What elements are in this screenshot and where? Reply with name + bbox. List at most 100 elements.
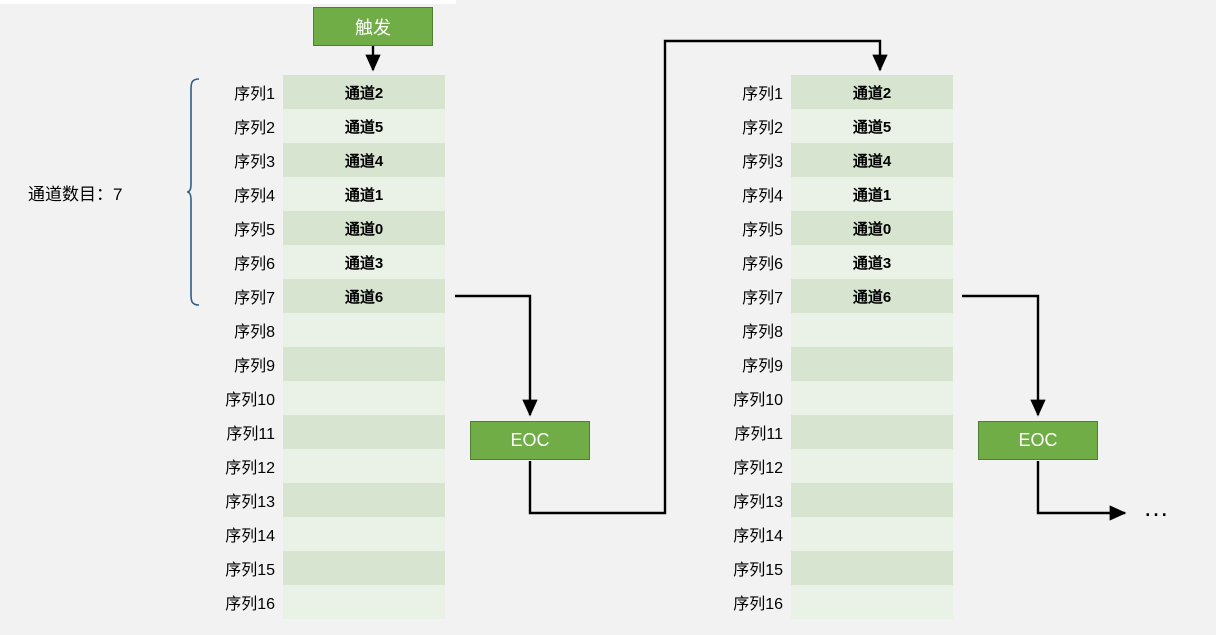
channel-cell[interactable] [283,381,445,415]
channel-cell[interactable] [791,415,953,449]
sequence-row: 序列14 [726,517,953,551]
sequence-label: 序列5 [234,222,275,239]
top-white-strip [0,0,456,4]
channel-cell[interactable] [791,381,953,415]
sequence-row: 序列5 通道0 [726,211,953,245]
channel-cell[interactable] [283,517,445,551]
sequence-row: 序列11 [726,415,953,449]
continuation-ellipsis: … [1143,492,1172,522]
sequence-row: 序列13 [726,483,953,517]
sequence-row: 序列8 [726,313,953,347]
sequence-row: 序列2 通道5 [218,109,445,143]
sequence-label: 序列15 [225,562,275,579]
sequence-label: 序列16 [225,596,275,613]
channel-cell[interactable]: 通道0 [283,211,445,245]
sequence-row: 序列15 [726,551,953,585]
sequence-label: 序列9 [234,358,275,375]
channel-cell[interactable]: 通道1 [283,177,445,211]
channel-cell[interactable] [283,449,445,483]
sequence-row: 序列12 [726,449,953,483]
sequence-row: 序列9 [218,347,445,381]
trigger-box[interactable]: 触发 [313,7,433,46]
channel-cell[interactable]: 通道5 [283,109,445,143]
eoc-box-1[interactable]: EOC [470,421,590,460]
channel-cell[interactable] [791,551,953,585]
sequence-row: 序列13 [218,483,445,517]
sequence-label: 序列11 [734,426,783,443]
sequence-label: 序列16 [733,596,783,613]
sequence-row: 序列7 通道6 [218,279,445,313]
channel-cell[interactable]: 通道2 [791,75,953,109]
sequence-row: 序列10 [218,381,445,415]
sequence-label: 序列1 [234,86,275,103]
channel-cell[interactable]: 通道2 [283,75,445,109]
sequence-row: 序列9 [726,347,953,381]
sequence-row: 序列16 [218,585,445,619]
channel-cell[interactable]: 通道5 [791,109,953,143]
sequence-label: 序列10 [733,392,783,409]
channel-cell[interactable]: 通道4 [283,143,445,177]
sequence-label: 序列8 [742,324,783,341]
sequence-row: 序列11 [218,415,445,449]
sequence-row: 序列3 通道4 [726,143,953,177]
channel-cell[interactable] [791,517,953,551]
channel-cell[interactable] [283,415,445,449]
channel-cell[interactable]: 通道0 [791,211,953,245]
sequence-label: 序列15 [733,562,783,579]
channel-cell[interactable] [283,313,445,347]
sequence-row: 序列12 [218,449,445,483]
channel-cell[interactable]: 通道6 [791,279,953,313]
channel-count-label: 通道数目：7 [28,185,123,204]
sequence-label: 序列6 [234,256,275,273]
channel-cell[interactable] [791,449,953,483]
sequence-row: 序列16 [726,585,953,619]
sequence-label: 序列12 [733,460,783,477]
channel-cell[interactable] [791,313,953,347]
sequence-row: 序列6 通道3 [218,245,445,279]
sequence-label: 序列3 [742,154,783,171]
channel-cell[interactable] [283,483,445,517]
channel-cell[interactable] [791,483,953,517]
channel-cell[interactable] [283,551,445,585]
sequence-label: 序列3 [234,154,275,171]
sequence-row: 序列7 通道6 [726,279,953,313]
sequence-label: 序列7 [742,290,783,307]
channel-cell[interactable]: 通道1 [791,177,953,211]
sequence-label: 序列2 [234,120,275,137]
sequence-row: 序列15 [218,551,445,585]
channel-cell[interactable] [791,347,953,381]
sequence-row: 序列4 通道1 [726,177,953,211]
channel-cell[interactable] [283,347,445,381]
channel-cell[interactable]: 通道3 [283,245,445,279]
sequence-label: 序列8 [234,324,275,341]
channel-cell[interactable]: 通道4 [791,143,953,177]
sequence-label: 序列6 [742,256,783,273]
sequence-row: 序列10 [726,381,953,415]
channel-cell[interactable] [283,585,445,619]
sequence-label: 序列10 [225,392,275,409]
channel-cell[interactable]: 通道3 [791,245,953,279]
sequence-label: 序列7 [234,290,275,307]
sequence-label: 序列12 [225,460,275,477]
channel-cell[interactable] [791,585,953,619]
sequence-row: 序列14 [218,517,445,551]
sequence-label: 序列5 [742,222,783,239]
sequence-row: 序列8 [218,313,445,347]
sequence-label: 序列2 [742,120,783,137]
brace-icon [186,78,200,306]
sequence-row: 序列2 通道5 [726,109,953,143]
sequence-group-2: 序列1 通道2 序列2 通道5 序列3 通道4 序列4 通道1 序列5 通道0 序列6 通道3 序列7 通… [726,75,953,619]
sequence-label: 序列13 [225,494,275,511]
sequence-row: 序列6 通道3 [726,245,953,279]
sequence-label: 序列14 [733,528,783,545]
sequence-row: 序列5 通道0 [218,211,445,245]
sequence-label: 序列11 [226,426,275,443]
sequence-label: 序列1 [742,86,783,103]
sequence-row: 序列3 通道4 [218,143,445,177]
sequence-label: 序列13 [733,494,783,511]
sequence-label: 序列4 [742,188,783,205]
channel-cell[interactable]: 通道6 [283,279,445,313]
eoc-box-2[interactable]: EOC [978,421,1098,460]
